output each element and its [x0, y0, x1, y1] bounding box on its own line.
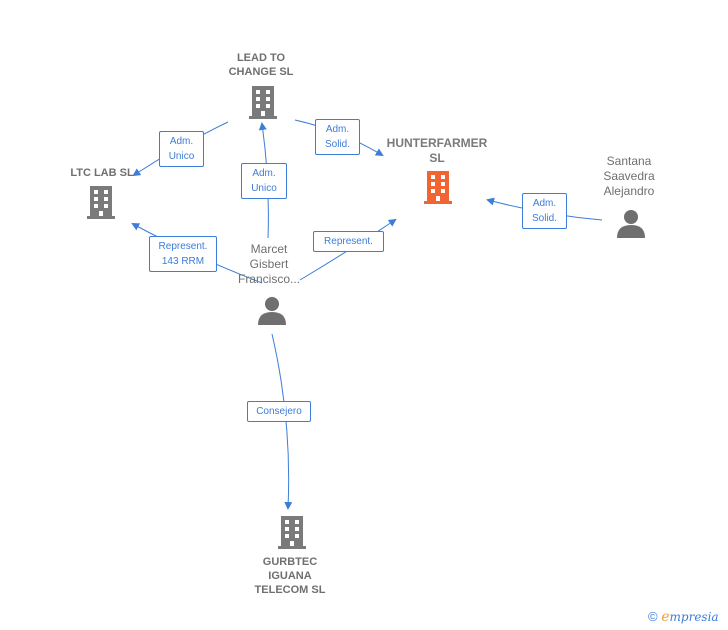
empresia-logo-initial: e: [661, 609, 670, 625]
edge-label-represent-143-rrm: Represent. 143 RRM: [149, 236, 217, 272]
node-ltc-lab[interactable]: LTC LAB SL: [70, 167, 134, 179]
edge-label-adm-unico-marcet-lead: Adm. Unico: [241, 163, 287, 199]
node-gurbtec[interactable]: GURBTEC IGUANA TELECOM SL: [254, 556, 326, 596]
node-hunterfarmer[interactable]: HUNTERFARMER SL: [386, 136, 488, 165]
person-icon: [617, 210, 645, 238]
building-icon-focus: [424, 171, 452, 204]
building-icon: [278, 516, 306, 549]
node-marcet[interactable]: Marcet Gisbert Francisco...: [237, 242, 300, 286]
building-icon: [249, 86, 277, 119]
edge-label-adm-unico-lead-ltc: Adm. Unico: [159, 131, 204, 167]
edge-label-represent-hunter: Represent.: [313, 231, 384, 252]
node-lead-to-change[interactable]: LEAD TO CHANGE SL: [228, 52, 294, 78]
node-santana[interactable]: Santana Saavedra Alejandro: [603, 154, 655, 198]
empresia-logo-text: mpresia: [669, 610, 719, 624]
building-icon: [87, 186, 115, 219]
edge-label-adm-solid-santana: Adm. Solid.: [522, 193, 567, 229]
copyright-icon: ©: [648, 609, 658, 624]
person-icon: [258, 297, 286, 325]
edge-label-consejero: Consejero: [247, 401, 311, 422]
empresia-watermark[interactable]: © empresia: [648, 609, 719, 625]
edge-label-adm-solid-lead-hunter: Adm. Solid.: [315, 119, 360, 155]
